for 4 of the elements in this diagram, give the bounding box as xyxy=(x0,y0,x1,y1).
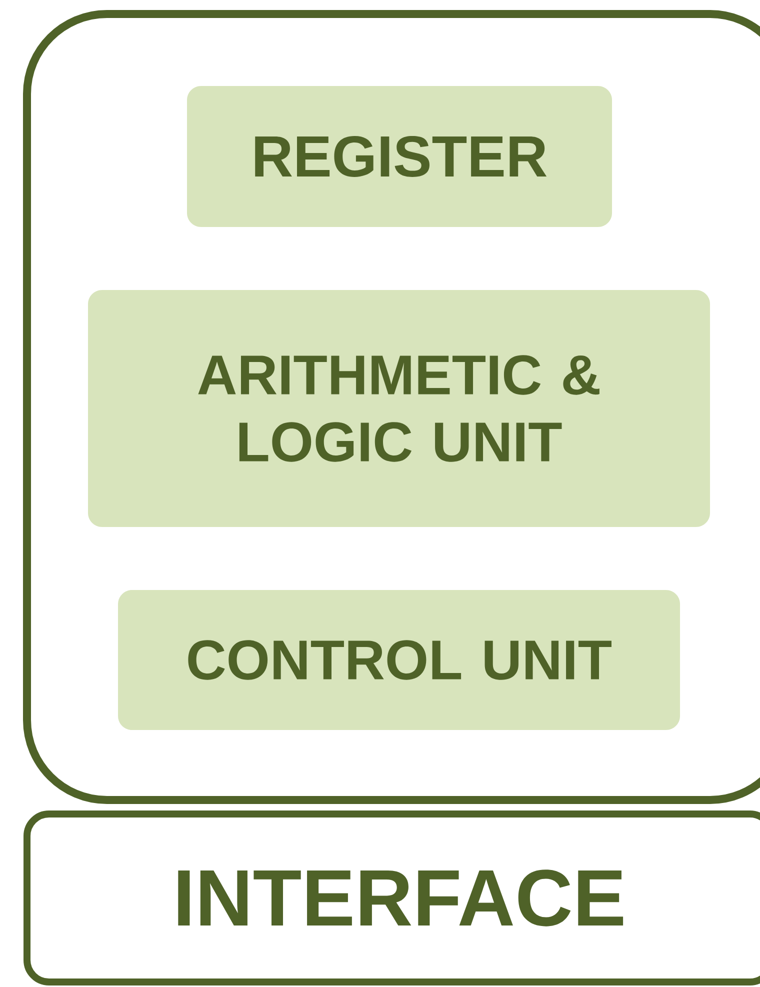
unit-box: CONTROL UNIT xyxy=(118,590,680,730)
unit-box: REGISTER xyxy=(187,86,612,227)
interface-box: INTERFACE xyxy=(24,810,760,986)
unit-box: ARITHMETIC & LOGIC UNIT xyxy=(88,290,710,527)
